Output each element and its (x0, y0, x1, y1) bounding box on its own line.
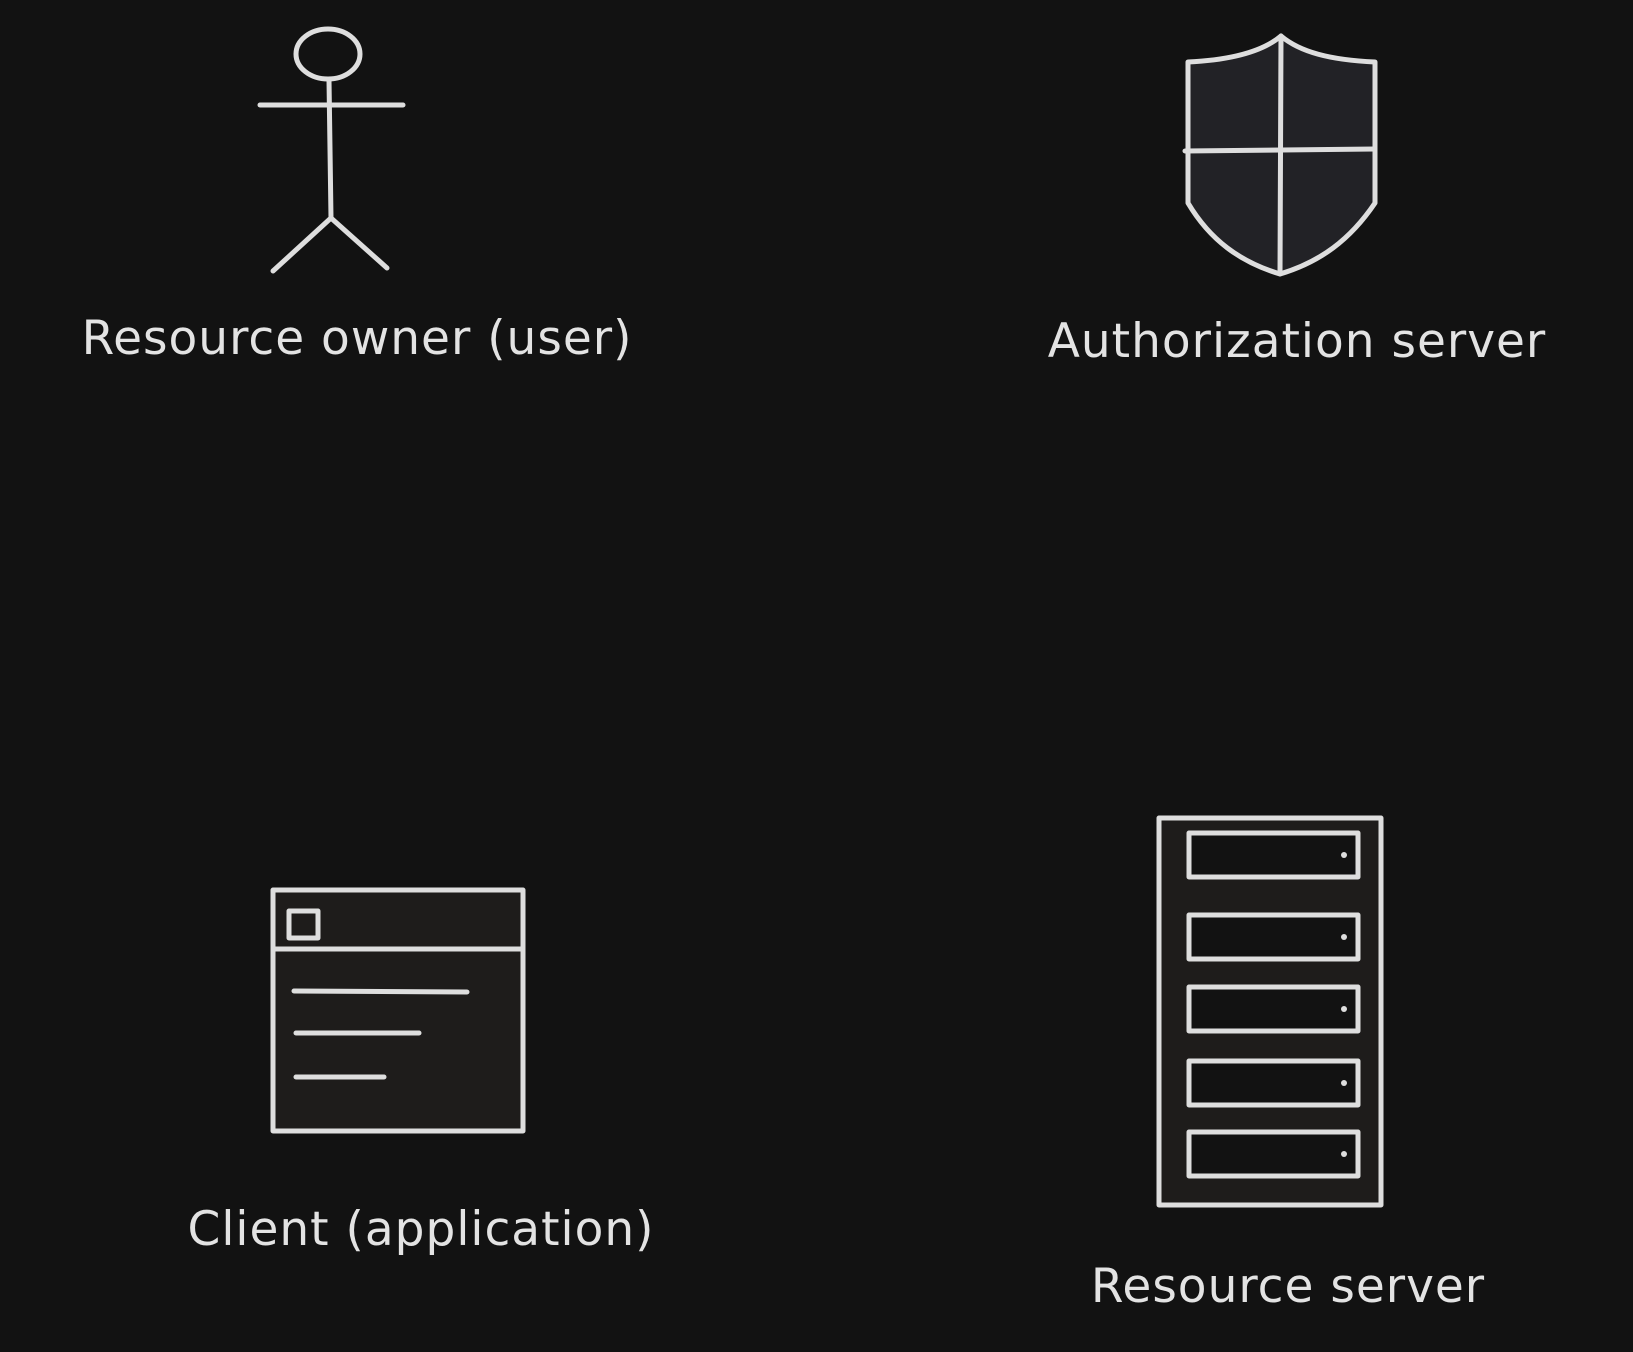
server-slot (1186, 984, 1361, 1034)
status-led-icon (1341, 934, 1347, 940)
status-led-icon (1341, 852, 1347, 858)
authorization-server-label: Authorization server (1048, 314, 1547, 369)
person-icon (257, 26, 406, 274)
shield-icon (1182, 33, 1378, 277)
status-led-icon (1341, 1080, 1347, 1086)
browser-window-icon (270, 887, 526, 1134)
client-label: Client (application) (188, 1202, 655, 1257)
status-led-icon (1341, 1006, 1347, 1012)
status-led-icon (1341, 1151, 1347, 1157)
server-slot (1186, 1058, 1361, 1108)
server-rack-icon (1156, 815, 1384, 1208)
server-slot (1186, 830, 1361, 880)
resource-owner-label: Resource owner (user) (82, 311, 633, 366)
resource-server-label: Resource server (1091, 1259, 1485, 1314)
server-slot (1186, 1129, 1361, 1179)
server-slot (1186, 912, 1361, 962)
